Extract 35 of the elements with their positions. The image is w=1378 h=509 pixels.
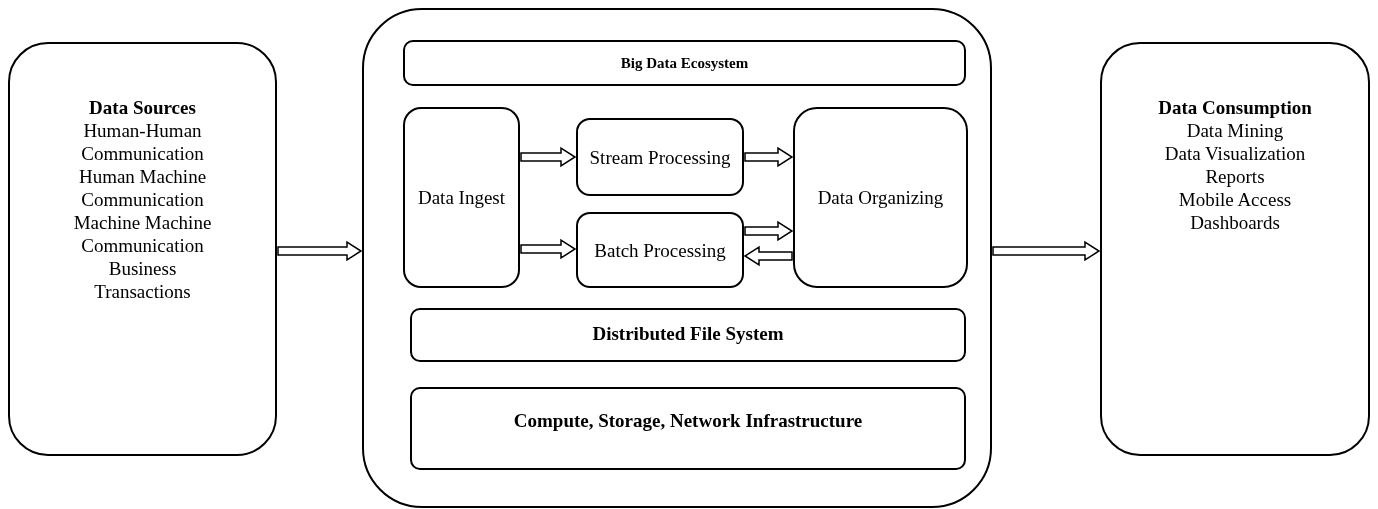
list-item: Data Visualization bbox=[1163, 142, 1307, 165]
list-item: Data Mining bbox=[1185, 119, 1285, 142]
layer-bar bbox=[410, 308, 966, 362]
node-label: Batch Processing bbox=[593, 238, 727, 262]
block-arrow bbox=[743, 245, 793, 267]
node-label: Distributed File System bbox=[591, 322, 785, 345]
node-label: Big Data Ecosystem bbox=[619, 53, 750, 73]
process-box bbox=[403, 107, 520, 288]
list-item: Business Transactions bbox=[93, 257, 192, 303]
block-arrow bbox=[520, 238, 577, 260]
list-item: Human Machine Communication bbox=[77, 165, 208, 211]
process-box bbox=[793, 107, 968, 288]
block-arrow bbox=[744, 146, 794, 168]
node-label: Data Organizing bbox=[816, 186, 945, 209]
list-item: Human-Human Communication bbox=[80, 119, 205, 165]
list-item: Machine Machine Communication bbox=[72, 211, 213, 257]
block-arrow bbox=[992, 240, 1101, 262]
process-box bbox=[576, 118, 744, 196]
list-item: Mobile Access bbox=[1177, 188, 1293, 211]
list-item: Reports bbox=[1204, 165, 1266, 188]
node-label: Stream Processing bbox=[588, 145, 732, 169]
layer-bar bbox=[410, 387, 966, 470]
block-arrow bbox=[520, 146, 577, 168]
list-item: Dashboards bbox=[1189, 211, 1281, 234]
block-arrow bbox=[744, 220, 794, 242]
ecosystem-frame bbox=[362, 8, 992, 508]
block-arrow bbox=[277, 240, 363, 262]
node-label: Data Ingest bbox=[416, 186, 507, 209]
panel-heading: Data Consumption bbox=[1157, 96, 1313, 119]
process-box bbox=[576, 212, 744, 288]
text-panel bbox=[8, 42, 277, 456]
node-label: Compute, Storage, Network Infrastructure bbox=[512, 409, 864, 432]
title-banner bbox=[403, 40, 966, 86]
text-panel bbox=[1100, 42, 1370, 456]
panel-heading: Data Sources bbox=[88, 96, 197, 119]
